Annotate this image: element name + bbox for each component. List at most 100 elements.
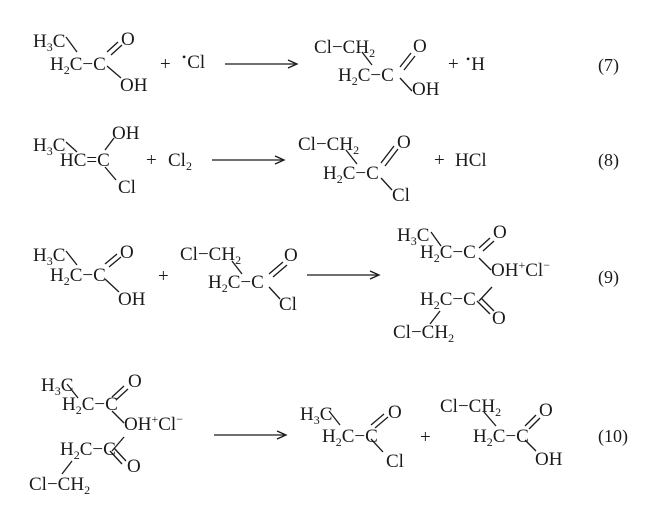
hydroxyl-group: OH	[412, 79, 440, 100]
arrow-head	[276, 430, 288, 440]
methylene-carbonyl: H2C−C	[208, 272, 264, 295]
methylene-carbonyl: H2C−C	[50, 54, 106, 77]
methylene-carbonyl: H2C−C	[473, 426, 529, 449]
bond	[476, 300, 491, 315]
hydrogen-radical: •H	[466, 52, 485, 75]
bond	[65, 250, 78, 266]
bond	[524, 439, 537, 452]
methyl-group: H3C	[33, 31, 66, 54]
bond	[111, 385, 125, 398]
bond	[231, 260, 243, 275]
bond	[104, 137, 115, 151]
methyl-group: H3C	[300, 404, 333, 427]
methylene-carbonyl: H2C−C	[60, 439, 116, 462]
chloromethyl-group: Cl−CH2	[180, 244, 242, 267]
bond	[384, 148, 399, 167]
bond	[106, 65, 122, 79]
methylene-carbonyl: H2C−C	[62, 394, 118, 417]
carbonyl-oxygen: O	[121, 29, 135, 50]
chloromethyl-group: Cl−CH2	[298, 134, 360, 157]
bond	[478, 257, 492, 271]
hydroxyl-group: OH	[112, 123, 140, 144]
chlorine-radical: •Cl	[182, 50, 206, 73]
bond	[66, 383, 79, 399]
bond	[268, 286, 281, 300]
bond	[480, 297, 495, 312]
equation-number: (9)	[598, 267, 619, 287]
carbonyl-oxygen: O	[128, 371, 142, 392]
carbonyl-oxygen: O	[413, 36, 427, 57]
hydroxyl-group: OH	[118, 289, 146, 310]
bond	[370, 438, 384, 453]
bond	[345, 149, 358, 165]
bond	[478, 237, 491, 249]
chloromethyl-group: Cl−CH2	[314, 37, 376, 60]
chlorine-molecule: Cl2	[168, 150, 192, 173]
bond	[380, 145, 395, 164]
bond	[268, 261, 284, 275]
bond	[374, 416, 389, 429]
carbonyl-oxygen: O	[120, 242, 134, 263]
bond	[65, 36, 78, 53]
bond	[524, 414, 537, 427]
carbonyl-oxygen: O	[127, 456, 141, 477]
carbonyl-oxygen: O	[492, 308, 506, 329]
methylene-carbonyl: H2C−C	[420, 242, 476, 265]
plus-sign: +	[158, 266, 169, 287]
bond	[110, 44, 123, 56]
vinyl-carbons: HC=C	[60, 150, 110, 171]
equation-number: (7)	[598, 55, 619, 75]
bond	[482, 240, 495, 252]
plus-sign: +	[434, 150, 445, 171]
carbonyl-oxygen: O	[284, 245, 298, 266]
plus-sign: +	[420, 427, 431, 448]
bond	[399, 52, 412, 68]
bond	[328, 410, 341, 426]
chlorine-atom: Cl	[392, 185, 410, 206]
hydroxyl-group: OH	[535, 449, 563, 470]
bond	[61, 460, 73, 475]
bond	[430, 231, 442, 247]
bond	[108, 256, 122, 268]
bond	[109, 450, 123, 465]
chloromethyl-group: Cl−CH2	[29, 474, 91, 497]
chlorine-atom: Cl	[118, 177, 136, 198]
bond	[104, 278, 120, 293]
anhydride-cation-chloride: OH+Cl−	[491, 258, 550, 281]
chlorine-atom: Cl	[386, 451, 404, 472]
bond	[106, 41, 119, 53]
anhydride-cation-chloride: OH+Cl−	[124, 412, 183, 435]
chloromethyl-group: Cl−CH2	[440, 396, 502, 419]
methylene-carbonyl: H2C−C	[338, 65, 394, 88]
bond	[399, 77, 413, 92]
bond	[429, 310, 441, 325]
hydroxyl-group: OH	[120, 75, 148, 96]
methyl-group: H3C	[33, 135, 66, 158]
bond	[370, 413, 385, 426]
hydrogen-chloride: HCl	[455, 150, 487, 171]
plus-sign: +	[160, 54, 171, 75]
bond	[115, 388, 129, 401]
bond	[104, 253, 118, 265]
bond	[65, 141, 78, 153]
bond	[483, 411, 497, 427]
methylene-carbonyl: H2C−C	[323, 163, 379, 186]
arrow-head	[274, 155, 286, 165]
carbonyl-oxygen: O	[388, 402, 402, 423]
chloromethyl-group: Cl−CH2	[393, 322, 455, 345]
bond	[272, 264, 288, 278]
arrow-head	[287, 59, 299, 69]
plus-sign: +	[448, 54, 459, 75]
bond	[403, 55, 416, 71]
equation-number: (8)	[598, 150, 619, 170]
methyl-group: H3C	[33, 245, 66, 268]
methylene-carbonyl: H2C−C	[322, 426, 378, 449]
bond	[111, 410, 125, 424]
arrow-head	[369, 270, 381, 280]
methylene-carbonyl: H2C−C	[50, 265, 106, 288]
carbonyl-oxygen: O	[397, 132, 411, 153]
methyl-group: H3C	[41, 375, 74, 398]
methylene-carbonyl: H2C−C	[420, 289, 476, 312]
